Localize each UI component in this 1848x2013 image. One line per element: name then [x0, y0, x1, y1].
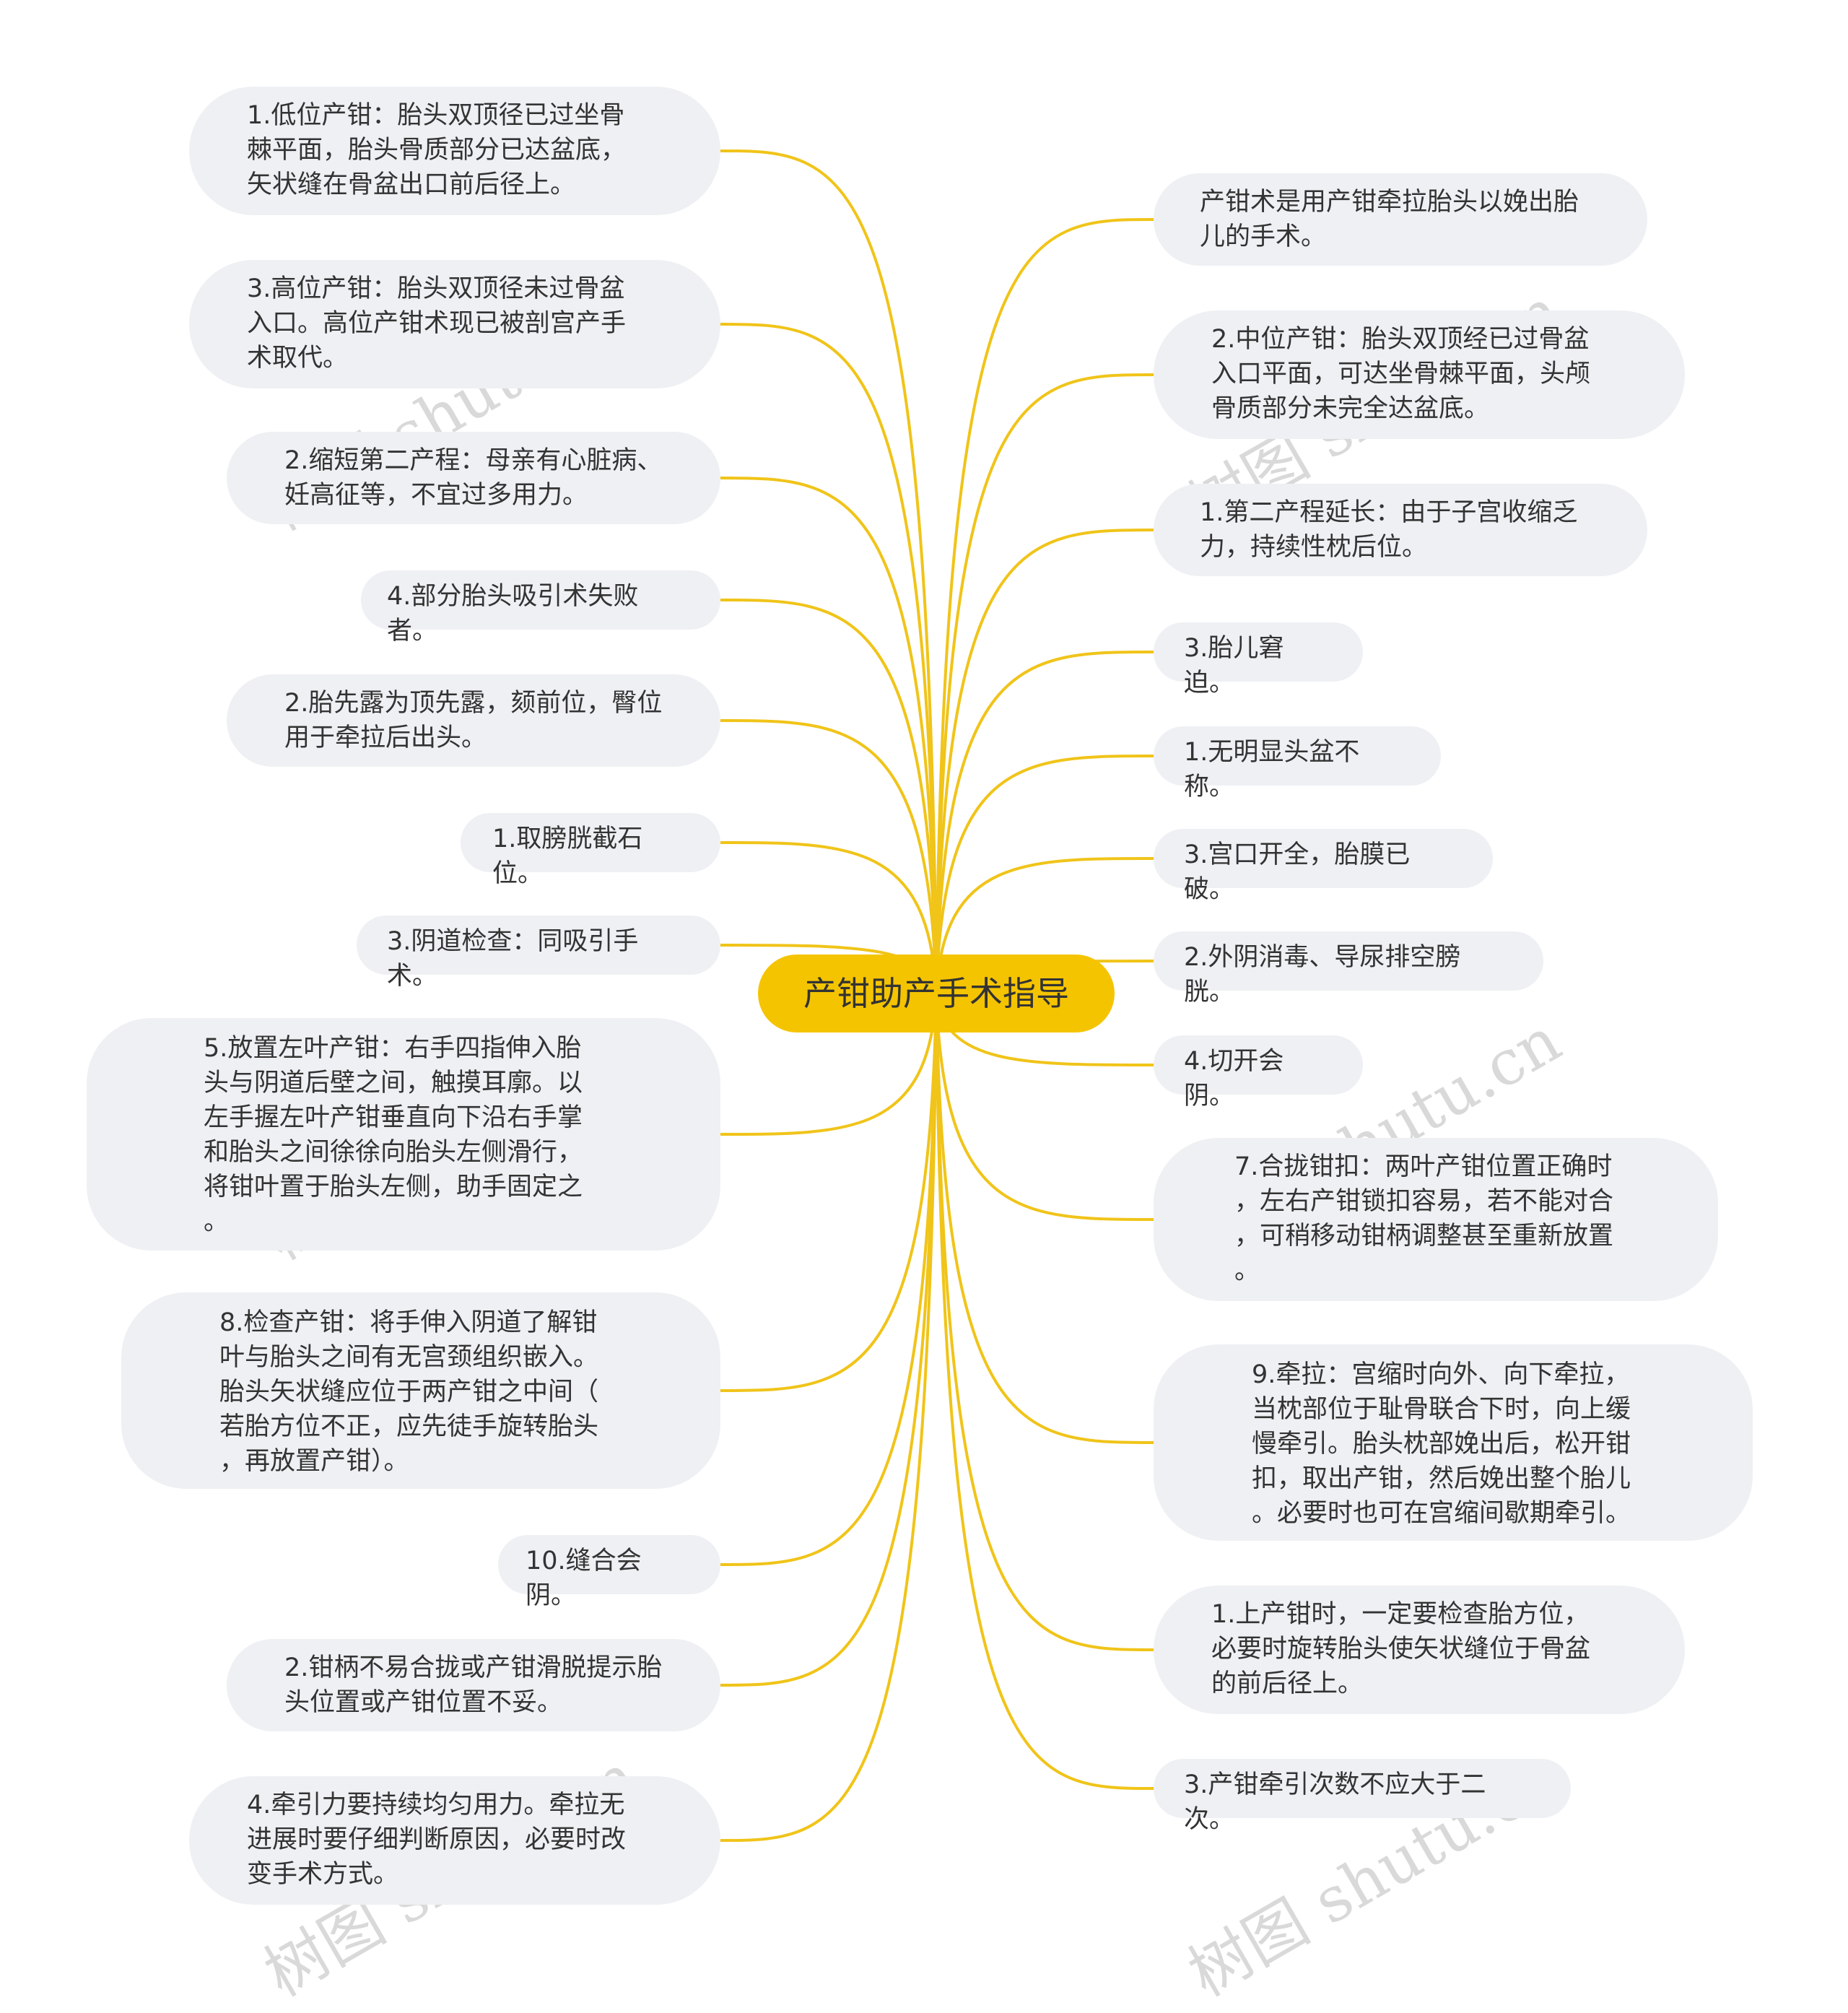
left-node-1[interactable]: 1.低位产钳：胎头双顶径已过坐骨 棘平面，胎头骨质部分已达盆底， 矢状缝在骨盆出…	[189, 87, 720, 215]
right-node-5[interactable]: 1.无明显头盆不称。	[1154, 726, 1441, 801]
right-connector-4	[935, 651, 1154, 994]
right-node-3[interactable]: 1.第二产程延长：由于子宫收缩乏 力，持续性枕后位。	[1154, 484, 1647, 576]
right-node-2[interactable]: 2.中位产钳：胎头双顶经已过骨盆 入口平面，可达坐骨棘平面，头颅 骨质部分未完全…	[1154, 310, 1685, 439]
right-node-11[interactable]: 1.上产钳时，一定要检查胎方位， 必要时旋转胎头使矢状缝位于骨盆 的前后径上。	[1154, 1586, 1685, 1714]
left-connector-3	[720, 477, 938, 994]
left-connector-10	[720, 993, 938, 1566]
right-node-6[interactable]: 3.宫口开全，胎膜已破。	[1154, 829, 1493, 904]
right-connector-2	[935, 373, 1154, 994]
left-connector-1	[720, 149, 938, 994]
left-connector-12	[720, 993, 938, 1842]
right-node-4[interactable]: 3.胎儿窘迫。	[1154, 622, 1363, 697]
left-node-8[interactable]: 5.放置左叶产钳：右手四指伸入胎 头与阴道后壁之间，触摸耳廓。以 左手握左叶产钳…	[87, 1018, 720, 1251]
right-node-1[interactable]: 产钳术是用产钳牵拉胎头以娩出胎 儿的手术。	[1154, 173, 1647, 266]
left-connector-6	[720, 841, 938, 994]
left-node-9[interactable]: 8.检查产钳：将手伸入阴道了解钳 叶与胎头之间有无宫颈组织嵌入。 胎头矢状缝应位…	[121, 1292, 720, 1489]
left-connector-11	[720, 993, 938, 1687]
left-node-10[interactable]: 10.缝合会阴。	[498, 1535, 720, 1610]
left-node-2[interactable]: 3.高位产钳：胎头双顶径未过骨盆 入口。高位产钳术现已被剖宫产手 术取代。	[189, 260, 720, 388]
right-connector-6	[935, 857, 1154, 994]
left-connector-8	[720, 993, 938, 1136]
left-connector-5	[720, 719, 938, 994]
right-node-12[interactable]: 3.产钳牵引次数不应大于二次。	[1154, 1759, 1571, 1834]
left-connector-9	[720, 993, 938, 1392]
left-node-6[interactable]: 1.取膀胱截石位。	[461, 813, 720, 888]
left-connector-4	[720, 599, 938, 994]
left-node-5[interactable]: 2.胎先露为顶先露，颏前位，臀位 用于牵拉后出头。	[227, 674, 720, 767]
left-node-12[interactable]: 4.牵引力要持续均匀用力。牵拉无 进展时要仔细判断原因，必要时改 变手术方式。	[189, 1776, 720, 1905]
right-connector-12	[935, 993, 1154, 1790]
right-node-8[interactable]: 4.切开会阴。	[1154, 1035, 1363, 1110]
left-node-11[interactable]: 2.钳柄不易合拢或产钳滑脱提示胎 头位置或产钳位置不妥。	[227, 1639, 720, 1731]
right-connector-10	[935, 993, 1154, 1444]
right-node-9[interactable]: 7.合拢钳扣：两叶产钳位置正确时 ，左右产钳锁扣容易，若不能对合 ，可稍移动钳柄…	[1154, 1138, 1718, 1301]
left-node-3[interactable]: 2.缩短第二产程：母亲有心脏病、 妊高征等，不宜过多用力。	[227, 432, 720, 524]
right-node-10[interactable]: 9.牵拉：宫缩时向外、向下牵拉， 当枕部位于耻骨联合下时，向上缓 慢牵引。胎头枕…	[1154, 1344, 1753, 1541]
right-node-7[interactable]: 2.外阴消毒、导尿排空膀胱。	[1154, 931, 1543, 1006]
right-connector-1	[935, 218, 1154, 994]
right-connector-3	[935, 529, 1154, 994]
right-connector-5	[935, 755, 1154, 994]
right-connector-11	[935, 993, 1154, 1651]
root-topic[interactable]: 产钳助产手术指导	[758, 955, 1115, 1032]
left-connector-2	[720, 323, 938, 994]
left-node-7[interactable]: 3.阴道检查：同吸引手术。	[357, 916, 720, 991]
right-connector-9	[935, 993, 1154, 1221]
left-node-4[interactable]: 4.部分胎头吸引术失败者。	[361, 570, 720, 645]
